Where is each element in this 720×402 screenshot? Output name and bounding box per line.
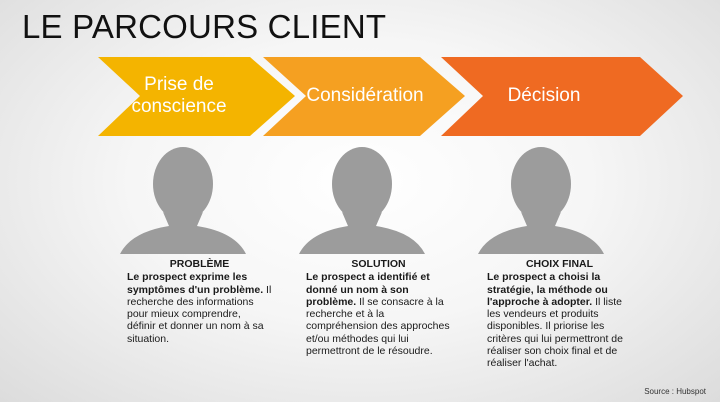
column-body-text: Il liste les vendeurs et produits dispon…: [487, 295, 623, 370]
person-icon: [120, 147, 246, 254]
stage-label-awareness: Prise de conscience: [104, 74, 254, 118]
source-credit: Source : Hubspot: [644, 387, 706, 396]
stage-label-decision: Décision: [507, 85, 581, 106]
stage-chevron-decision: [441, 57, 683, 136]
stage-label-line1: Prise de: [144, 74, 214, 95]
column-lead-text: Le prospect a choisi la stratégie, la mé…: [487, 271, 608, 308]
stage-chevron-consideration: [263, 57, 465, 136]
stage-description-solution: SOLUTION Le prospect a identifié et donn…: [306, 258, 451, 357]
column-lead-text: Le prospect a identifié et donné un nom …: [306, 271, 430, 308]
column-body-text: Il se consacre à la recherche et à la co…: [306, 295, 450, 358]
column-body-text: Il recherche des informations pour mieux…: [127, 283, 272, 345]
column-lead-text: Le prospect exprime les symptômes d'un p…: [127, 271, 264, 296]
stage-label-line2: conscience: [131, 96, 227, 117]
column-heading: PROBLÈME: [169, 258, 230, 270]
stage-chevron-awareness: [98, 57, 295, 136]
column-heading: SOLUTION: [351, 258, 406, 270]
page-title: LE PARCOURS CLIENT: [22, 8, 387, 45]
column-heading: CHOIX FINAL: [525, 258, 594, 270]
stage-description-problem: PROBLÈME Le prospect exprime les symptôm…: [127, 258, 272, 345]
person-icon: [299, 147, 425, 254]
person-icon: [478, 147, 604, 254]
stage-label-consideration: Considération: [306, 85, 424, 106]
stage-description-final-choice: CHOIX FINAL Le prospect a choisi la stra…: [487, 258, 632, 370]
